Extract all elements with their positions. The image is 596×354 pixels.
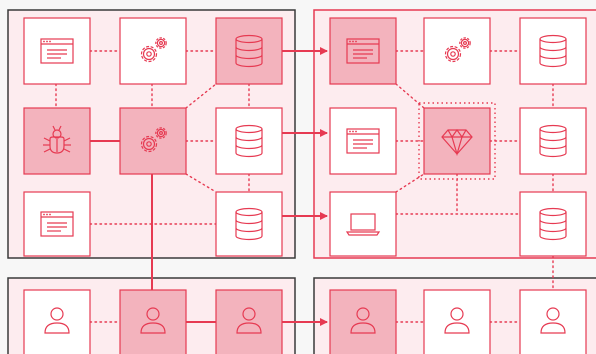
- bug-node[interactable]: [23, 107, 91, 175]
- user-3[interactable]: [215, 289, 283, 354]
- settings-1[interactable]: [119, 17, 187, 85]
- app-window-4[interactable]: [329, 107, 397, 175]
- database-1[interactable]: [215, 17, 283, 85]
- user-6[interactable]: [519, 289, 587, 354]
- database-6[interactable]: [519, 191, 587, 257]
- database-4[interactable]: [519, 17, 587, 85]
- ruby-node[interactable]: [423, 107, 491, 175]
- settings-2[interactable]: [119, 107, 187, 175]
- database-2[interactable]: [215, 107, 283, 175]
- dotted-connectors: [55, 50, 554, 323]
- user-5[interactable]: [423, 289, 491, 354]
- solid-flows: [90, 47, 328, 326]
- app-window-3[interactable]: [329, 17, 397, 85]
- ruby-focus-frame: [418, 102, 496, 180]
- laptop-node[interactable]: [329, 191, 397, 257]
- settings-3[interactable]: [423, 17, 491, 85]
- user-2[interactable]: [119, 289, 187, 354]
- zones: [7, 9, 596, 354]
- app-window-2[interactable]: [23, 191, 91, 257]
- user-1[interactable]: [23, 289, 91, 354]
- app-window-1[interactable]: [23, 17, 91, 85]
- nodes: [23, 17, 587, 354]
- database-5[interactable]: [519, 107, 587, 175]
- user-4[interactable]: [329, 289, 397, 354]
- database-3[interactable]: [215, 191, 283, 257]
